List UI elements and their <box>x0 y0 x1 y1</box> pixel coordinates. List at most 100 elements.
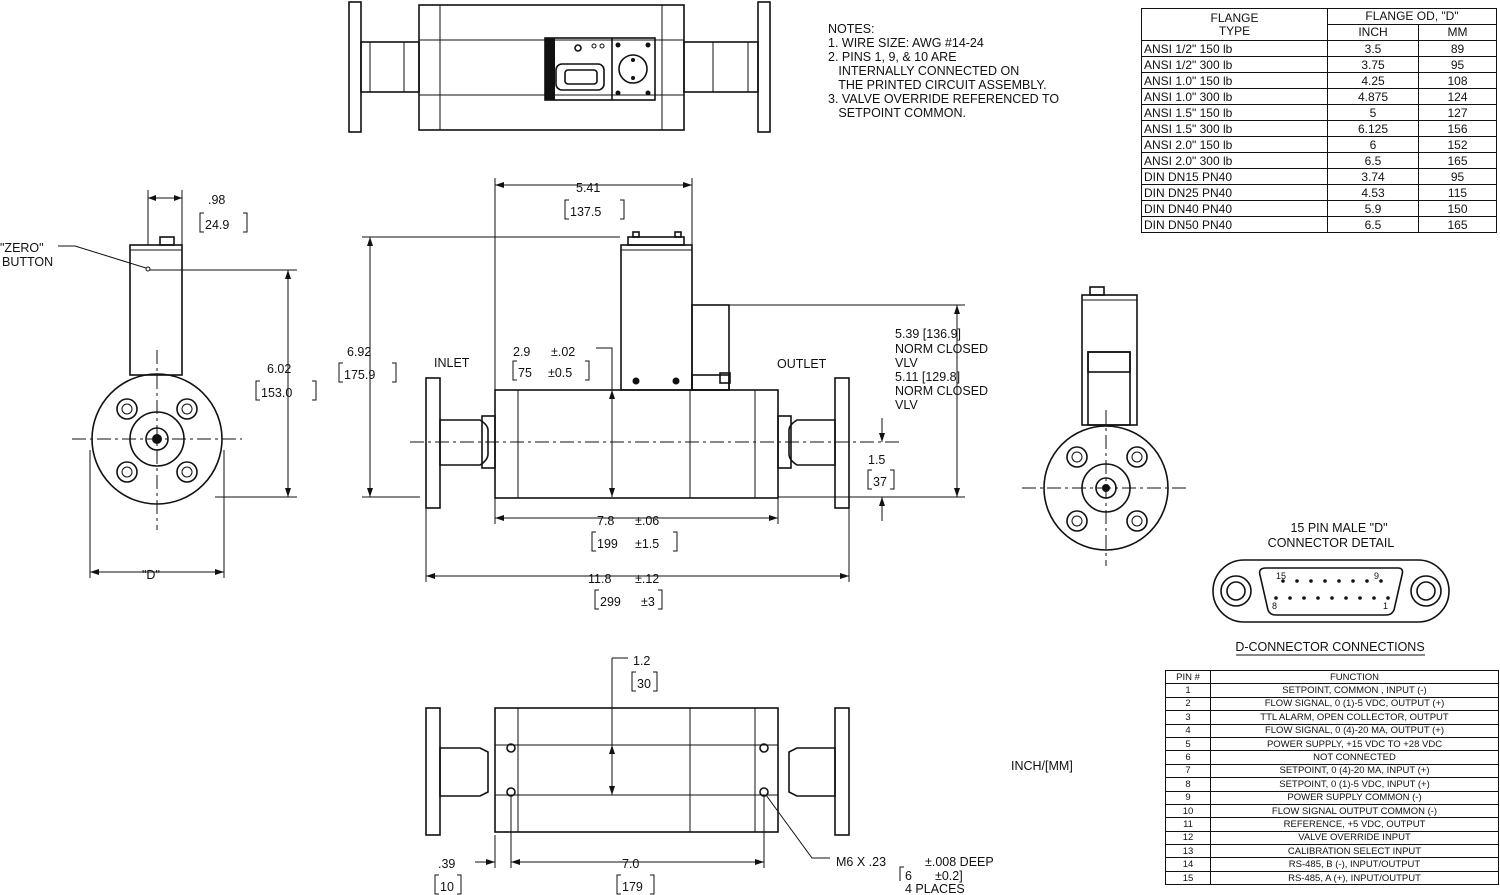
note-line: INTERNALLY CONNECTED ON <box>828 64 1020 78</box>
flange-mm-cell: 150 <box>1418 200 1497 217</box>
pin-function-cell: POWER SUPPLY COMMON (-) <box>1210 790 1499 805</box>
dim-299-tol: ±3 <box>641 595 655 609</box>
pin-1-label: 1 <box>1383 601 1388 611</box>
m6-mm-tolerance: ±0.2] <box>935 869 963 883</box>
dim-199-tol: ±1.5 <box>635 537 659 551</box>
flange-table: FLANGE TYPE FLANGE OD, "D" INCH MM ANSI … <box>1141 8 1497 233</box>
flange-type-cell: ANSI 1.0" 150 lb <box>1141 72 1328 89</box>
pin-number-cell: 6 <box>1165 750 1211 765</box>
flange-inch-cell: 6.5 <box>1327 216 1419 233</box>
flange-type-cell: DIN DN40 PN40 <box>1141 200 1328 217</box>
flange-type-cell: ANSI 2.0" 150 lb <box>1141 136 1328 153</box>
m6-tolerance: ±.008 DEEP <box>925 855 994 869</box>
flange-type-cell: ANSI 1/2" 300 lb <box>1141 56 1328 73</box>
pin-function-cell: RS-485, A (+), INPUT/OUTPUT <box>1210 870 1499 886</box>
dim-602: 6.02 <box>267 362 291 376</box>
pin-number-cell: 5 <box>1165 736 1211 752</box>
norm-closed-line-5: NORM CLOSED <box>895 384 988 398</box>
pin-15-label: 15 <box>1276 571 1286 581</box>
flange-type-cell: ANSI 1.0" 300 lb <box>1141 88 1328 105</box>
flange-inch-cell: 6.5 <box>1327 152 1419 169</box>
m6-mm: 6 <box>905 869 912 883</box>
flange-mm-cell: 115 <box>1418 184 1497 201</box>
pin-function-cell: CALIBRATION SELECT INPUT <box>1210 844 1499 859</box>
pin-function-cell: SETPOINT, COMMON , INPUT (-) <box>1210 683 1499 698</box>
pin-function-cell: SETPOINT, 0 (1)-5 VDC, INPUT (+) <box>1210 777 1499 792</box>
inlet-label: INLET <box>434 356 470 370</box>
pin-function-cell: FLOW SIGNAL OUTPUT COMMON (-) <box>1210 803 1499 819</box>
bottom-view <box>425 657 850 868</box>
flange-inch-cell: 6 <box>1327 136 1419 153</box>
dim-29-tol: ±.02 <box>551 345 575 359</box>
dim-30: 30 <box>637 677 651 691</box>
dim-179: 179 <box>622 880 643 894</box>
pin-function-cell: NOT CONNECTED <box>1210 750 1499 765</box>
flange-mm-cell: 127 <box>1418 104 1497 121</box>
front-view <box>362 178 965 582</box>
zero-button-label-1: "ZERO" <box>0 241 44 255</box>
dim-75: 75 <box>518 366 532 380</box>
note-line: 2. PINS 1, 9, & 10 ARE <box>828 50 957 64</box>
note-line: THE PRINTED CIRCUIT ASSEMBLY. <box>828 78 1047 92</box>
dim-12: 1.2 <box>633 654 650 668</box>
dim-249: 24.9 <box>205 218 229 232</box>
note-line: 3. VALVE OVERRIDE REFERENCED TO <box>828 92 1060 106</box>
pin-number-cell: 12 <box>1165 830 1211 846</box>
flange-inch-cell: 4.53 <box>1327 184 1419 201</box>
pin-function-cell: FLOW SIGNAL, 0 (1)-5 VDC, OUTPUT (+) <box>1210 696 1499 712</box>
flange-type-header: FLANGE TYPE <box>1141 8 1328 41</box>
flange-type-cell: ANSI 1/2" 150 lb <box>1141 40 1328 57</box>
pin-number-cell: 8 <box>1165 777 1211 792</box>
flange-type-cell: ANSI 1.5" 150 lb <box>1141 104 1328 121</box>
connector-pins <box>1274 579 1390 600</box>
connector-title-1: 15 PIN MALE "D" <box>1290 521 1387 535</box>
pin-function-cell: SETPOINT, 0 (4)-20 MA, INPUT (+) <box>1210 763 1499 779</box>
connector-title-2: CONNECTOR DETAIL <box>1268 536 1395 550</box>
dim-1759: 175.9 <box>344 368 375 382</box>
pin-number-cell: 13 <box>1165 844 1211 859</box>
pin-function-cell: REFERENCE, +5 VDC, OUTPUT <box>1210 817 1499 832</box>
dim-692: 6.92 <box>347 345 371 359</box>
left-end-view <box>58 190 297 578</box>
pin-9-label: 9 <box>1374 571 1379 581</box>
mm-brackets <box>199 199 904 895</box>
units-label: INCH/[MM] <box>1011 759 1073 773</box>
flange-type-cell: DIN DN25 PN40 <box>1141 184 1328 201</box>
dim-78: 7.8 <box>597 514 614 528</box>
m6-label: M6 X .23 <box>836 855 886 869</box>
flange-mm-cell: 95 <box>1418 168 1497 185</box>
pin-number-cell: 7 <box>1165 763 1211 779</box>
flange-type-cell: ANSI 1.5" 300 lb <box>1141 120 1328 137</box>
right-end-view <box>1022 286 1188 566</box>
pin-number-cell: 15 <box>1165 870 1211 886</box>
flange-inch-cell: 5 <box>1327 104 1419 121</box>
dim-70: 7.0 <box>622 857 639 871</box>
flange-mm-cell: 89 <box>1418 40 1497 57</box>
pin-header: PIN # <box>1165 669 1211 685</box>
pin-number-cell: 2 <box>1165 696 1211 712</box>
pin-number-cell: 1 <box>1165 683 1211 698</box>
norm-closed-line-4: 5.11 [129.8] <box>895 370 960 384</box>
flange-inch-cell: 5.9 <box>1327 200 1419 217</box>
dim-29: 2.9 <box>513 345 530 359</box>
dim-10: 10 <box>440 880 454 894</box>
flange-mm-cell: 152 <box>1418 136 1497 153</box>
notes-block: NOTES: 1. WIRE SIZE: AWG #14-24 2. PINS … <box>828 22 1059 120</box>
pin-function-cell: FLOW SIGNAL, 0 (4)-20 MA, OUTPUT (+) <box>1210 723 1499 738</box>
flange-inch-cell: 3.75 <box>1327 56 1419 73</box>
flange-inch-cell: 3.74 <box>1327 168 1419 185</box>
dim-78-tol: ±.06 <box>635 514 659 528</box>
dim-039: .39 <box>438 857 455 871</box>
dim-299: 299 <box>600 595 621 609</box>
mm-header: MM <box>1418 24 1497 41</box>
